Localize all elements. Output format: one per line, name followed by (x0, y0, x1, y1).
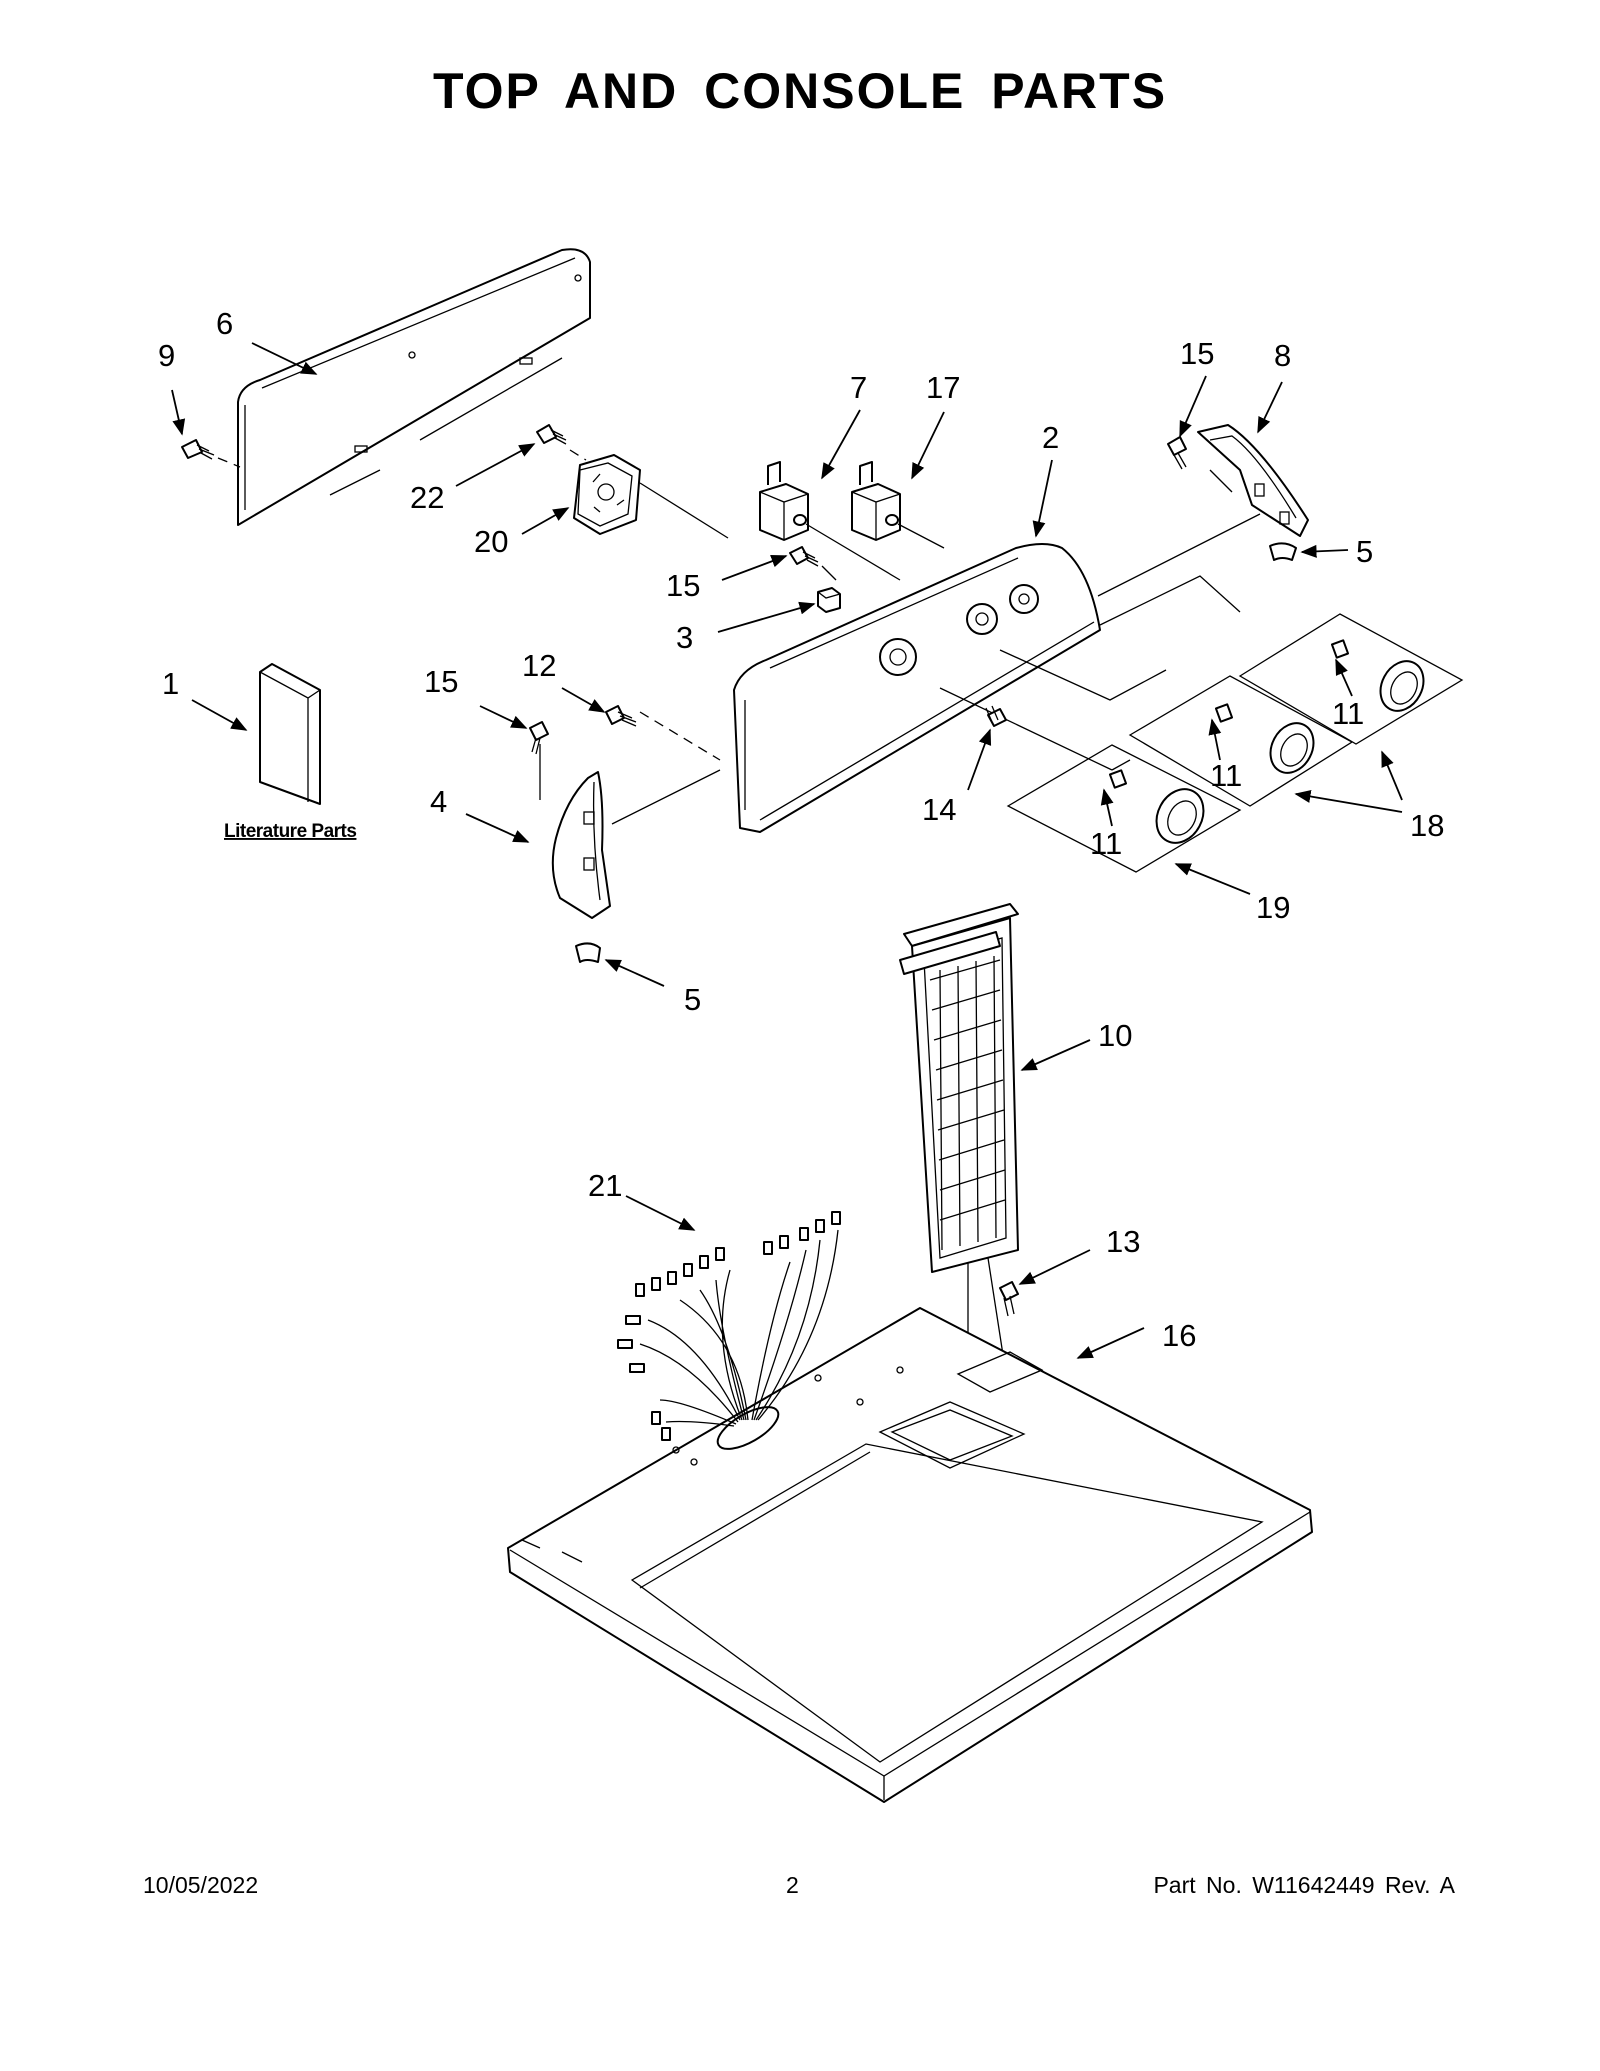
callout-7: 7 (850, 370, 867, 405)
top-panel-part (507, 1307, 1313, 1803)
knob-kit-box-middle (1128, 675, 1354, 807)
lint-screen-part (899, 903, 1019, 1273)
callout-15-right: 15 (1180, 336, 1214, 371)
callout-11-top: 11 (1332, 696, 1364, 731)
screw-part-15-right (1167, 436, 1187, 470)
footer-page-number: 2 (786, 1872, 799, 1898)
callout-5-right: 5 (1356, 534, 1373, 569)
callout-19: 19 (1256, 890, 1290, 925)
callout-9: 9 (158, 338, 175, 373)
callout-1: 1 (162, 666, 179, 701)
left-end-cap-part (551, 771, 611, 919)
callout-11-bottom: 11 (1090, 826, 1122, 861)
screw-part-15-center (789, 546, 819, 567)
knob-kit-box-bottom (1006, 744, 1242, 873)
clip-part-5-left (575, 942, 601, 963)
callout-13: 13 (1106, 1224, 1140, 1259)
clip-part-5-right (1269, 542, 1297, 561)
callout-2: 2 (1042, 420, 1059, 455)
screw-part-9 (181, 439, 215, 460)
wire-harness-part (617, 1211, 841, 1441)
callout-5-left: 5 (684, 982, 701, 1017)
callout-15-left: 15 (424, 664, 458, 699)
callout-14: 14 (922, 792, 956, 827)
literature-parts-label: Literature Parts (224, 821, 356, 842)
callout-3: 3 (676, 620, 693, 655)
callout-22: 22 (410, 480, 444, 515)
callout-20: 20 (474, 524, 508, 559)
callout-15-center: 15 (666, 568, 700, 603)
knob-part-bottom (1108, 769, 1205, 844)
leader-arrows (171, 342, 1403, 1359)
footer-part-number: Part No. W11642449 Rev. A (1153, 1872, 1455, 1898)
console-part (733, 543, 1101, 833)
callout-8: 8 (1274, 338, 1291, 373)
callout-16: 16 (1162, 1318, 1196, 1353)
footer-date: 10/05/2022 (143, 1872, 259, 1898)
screw-part-15-left (529, 721, 549, 755)
page-title: TOP AND CONSOLE PARTS (432, 63, 1168, 119)
screw-part-12 (605, 705, 637, 727)
knob-kit-box-top (1238, 613, 1464, 745)
callout-21: 21 (588, 1168, 622, 1203)
screw-part-14 (985, 705, 1007, 727)
literature-part (259, 663, 321, 805)
screw-part-22 (536, 424, 567, 445)
knob-part-middle (1214, 703, 1315, 774)
callout-17: 17 (926, 370, 960, 405)
callout-12: 12 (522, 648, 556, 683)
knob-part-top (1330, 639, 1425, 712)
callout-10: 10 (1098, 1018, 1132, 1053)
screw-part-13 (999, 1281, 1019, 1317)
callout-6: 6 (216, 306, 233, 341)
switch-part-7 (759, 461, 809, 541)
right-end-cap-part (1197, 424, 1309, 537)
callout-18: 18 (1410, 808, 1444, 843)
callout-4: 4 (430, 784, 447, 819)
clip-part-3 (817, 587, 841, 613)
switch-part-17 (851, 461, 901, 541)
timer-part (573, 454, 641, 535)
callout-11-middle: 11 (1210, 758, 1242, 793)
